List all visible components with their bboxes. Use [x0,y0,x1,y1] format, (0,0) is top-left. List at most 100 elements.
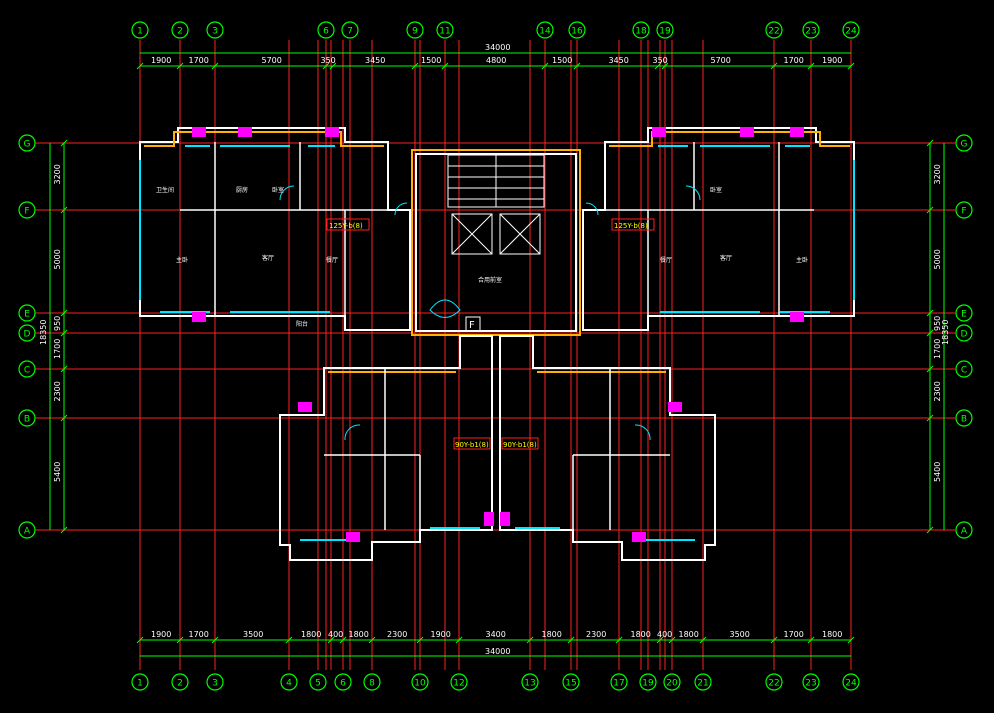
axis-bubble-label: G [24,140,31,150]
dimension-text: 1700 [53,339,62,359]
dimension-tick [541,62,549,70]
dimension-text: 950 [53,316,62,331]
dimension-text: 18350 [941,320,950,345]
dimension-text: 4800 [486,56,506,65]
axis-bubble-label: 9 [412,27,418,37]
room-label: 阳台 [296,320,308,328]
axis-bubble: C [18,360,36,378]
axis-bubble-label: 7 [347,27,353,37]
room-label: 客厅 [720,254,732,262]
axis-bubble-label: 3 [212,679,218,689]
axis-bubble-label: 22 [768,679,779,689]
dimension-text: 1800 [542,630,562,639]
axis-bubble-label: 3 [212,27,218,37]
axis-bubble-label: 20 [666,679,678,689]
axis-bubble-label: A [961,527,968,537]
dimension-tick [661,62,669,70]
dimension-tick [526,636,534,644]
dimension-tick [926,309,934,317]
axis-bubble-label: 13 [524,679,535,689]
axis-bubble: G [18,134,36,152]
axis-bubble-label: 19 [642,679,654,689]
dimension-lines [49,52,945,657]
dimension-text: 5700 [711,56,731,65]
dimension-text: 1500 [552,56,572,65]
axis-bubble-label: 24 [845,679,857,689]
dimension-text: 1800 [349,630,369,639]
dimension-text: 1800 [631,630,651,639]
axis-bubble: 2 [171,673,189,691]
dimension-tick [770,62,778,70]
axis-bubble: 3 [206,673,224,691]
axis-bubble: 24 [842,21,860,39]
axis-bubble: G [955,134,973,152]
dimension-tick [136,62,144,70]
axis-bubble: E [18,304,36,322]
axis-bubble-label: D [24,330,31,340]
dimension-tick [926,526,934,534]
axis-bubble-label: 21 [697,679,708,689]
room-label: 合用前室 [478,276,502,284]
dimension-text: 1500 [421,56,441,65]
dimension-text: 950 [933,316,942,331]
axis-bubble: 8 [363,673,381,691]
axis-bubble-label: E [961,310,967,320]
dimension-tick [327,636,335,644]
dimension-text: 1900 [822,56,842,65]
axis-bubble-label: 8 [369,679,375,689]
dimension-text: 1900 [431,630,451,639]
axis-bubble: 3 [206,21,224,39]
dimension-text: 3200 [933,164,942,184]
axis-bubble-label: 1 [137,679,143,689]
dimension-text: 3500 [730,630,750,639]
unit-tag: 90Y-b1(8) [503,441,537,449]
dimension-text: 1800 [679,630,699,639]
room-label: 卧室 [272,186,284,194]
axis-bubble: 19 [639,673,657,691]
dimension-tick [339,636,347,644]
axis-bubble-label: 6 [340,679,346,689]
dimension-tick [60,139,68,147]
dimension-text: 5400 [53,462,62,482]
dimension-tick [416,636,424,644]
room-labels: 客厅 卧室 主卧 餐厅 厨房 卫生间 阳台 合用前室 客厅 卧室 主卧 餐厅 [156,186,808,328]
dimension-tick [368,636,376,644]
door-mark-text: F [469,320,475,331]
dimension-text: 2300 [53,381,62,401]
dimension-text: 400 [328,630,343,639]
dimension-text: 5000 [933,249,942,269]
dimension-text: 1900 [151,56,171,65]
dimension-tick [60,309,68,317]
dimension-text: 1700 [784,56,804,65]
dimension-tick [322,62,330,70]
dimension-tick [807,636,815,644]
dimension-tick [60,414,68,422]
dimension-tick [926,365,934,373]
axis-bubble: 10 [411,673,429,691]
dimension-text: 2300 [586,630,606,639]
axis-bubble: B [18,409,36,427]
axis-bubble: 5 [309,673,327,691]
axis-bubble: 4 [280,673,298,691]
dimension-text: 34000 [485,647,510,656]
dimension-text: 400 [657,630,672,639]
axis-bubble-label: 10 [414,679,426,689]
axis-bubble: 1 [131,673,149,691]
axis-bubble-label: 2 [177,679,183,689]
dimension-text: 2300 [387,630,407,639]
dimension-text: 5400 [933,462,942,482]
room-label: 厨房 [236,186,248,194]
axis-bubble: D [955,324,973,342]
stair-and-elevators [447,154,545,255]
axis-bubble: A [955,521,973,539]
axis-bubble-label: D [961,330,968,340]
axis-bubble: 14 [536,21,554,39]
dimension-text: 1700 [189,56,209,65]
dimension-tick [441,62,449,70]
dimension-tick [60,365,68,373]
dimension-text: 1800 [822,630,842,639]
axis-bubble: 23 [802,673,820,691]
room-label: 客厅 [262,254,274,262]
axis-bubble: 20 [663,673,681,691]
